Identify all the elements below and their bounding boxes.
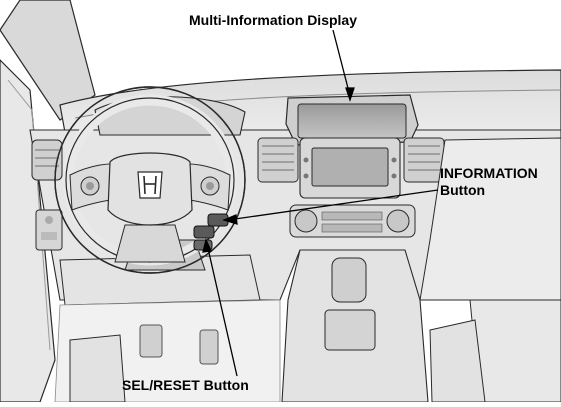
passenger-dash xyxy=(419,137,561,301)
left-vent xyxy=(31,139,63,181)
windshield-area xyxy=(40,0,561,95)
door-frame xyxy=(0,59,56,403)
information-button-label: INFORMATION Button xyxy=(440,165,538,199)
sel-reset-button-label: SEL/RESET Button xyxy=(122,377,249,393)
console-tray xyxy=(324,309,376,351)
passenger-door-panel xyxy=(469,299,561,403)
a-pillar xyxy=(0,0,96,121)
left-spoke-switches xyxy=(80,176,100,196)
right-spoke-switches xyxy=(200,176,220,196)
multi-information-display-label: Multi-Information Display xyxy=(189,12,357,28)
information-button-label-line1: INFORMATION xyxy=(440,165,538,181)
leader-sel-reset-button xyxy=(206,243,238,377)
honda-logo-icon xyxy=(137,171,163,199)
audio-unit xyxy=(299,137,401,199)
callout-leaders xyxy=(202,29,439,377)
door-edge xyxy=(7,79,51,351)
climate-panel xyxy=(289,204,416,238)
multi-information-display-screen xyxy=(297,103,407,139)
left-switch-panel xyxy=(35,209,63,251)
pedal xyxy=(139,324,163,358)
seat-left xyxy=(69,334,126,403)
shift-lever xyxy=(331,257,367,303)
center-vent-right xyxy=(403,137,445,183)
information-button-label-line2: Button xyxy=(440,182,486,198)
leader-multi-info-display xyxy=(332,29,351,97)
leader-information-button xyxy=(227,189,439,221)
seat-right xyxy=(429,319,486,403)
center-vent-left xyxy=(257,137,299,183)
pedal xyxy=(199,329,219,365)
